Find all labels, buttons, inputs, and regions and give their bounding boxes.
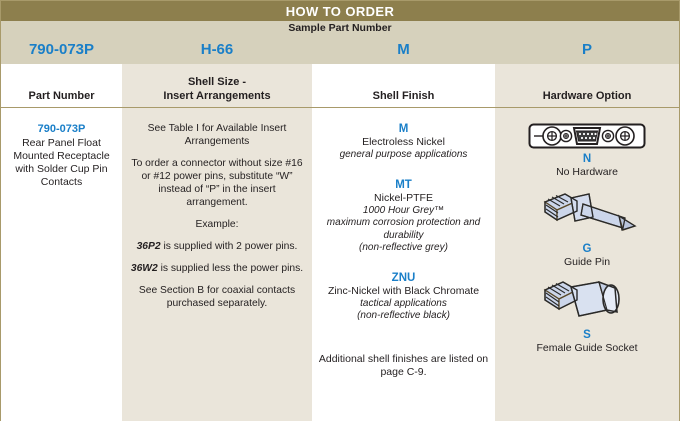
shell-size-text-1: See Table I for Available Insert Arrange…: [147, 123, 287, 147]
shell-finish-note-znu-2: (non-reflective black): [357, 310, 450, 321]
page-title: HOW TO ORDER: [285, 3, 395, 19]
shell-finish-note-mt-1: 1000 Hour Grey™: [362, 204, 445, 216]
column-header-row: Part Number Shell Size - Insert Arrangem…: [1, 64, 679, 108]
shell-size-text-4: See Section B for coaxial contacts purch…: [138, 285, 296, 309]
shell-finish-code-znu: ZNU: [391, 271, 416, 284]
shell-size-header-line2: Insert Arrangements: [163, 90, 271, 102]
shell-size-text-2: To order a connector without size #16 or…: [131, 158, 303, 208]
hardware-code-n: N: [582, 153, 592, 165]
shell-finish-footnote: Additional shell finishes are listed on …: [318, 352, 489, 378]
shell-finish-code-m: M: [398, 123, 409, 135]
table-body-row: 790-073P Rear Panel Float Mounted Recept…: [1, 108, 679, 421]
shell-size-example-1: 36P2 is supplied with 2 power pins.: [128, 240, 306, 253]
hardware-code-s: S: [583, 329, 591, 341]
cell-part-number: 790-073P Rear Panel Float Mounted Recept…: [1, 108, 122, 421]
shell-size-header-line1: Shell Size -: [187, 76, 247, 88]
cell-shell-finish: M Electroless Nickel general purpose app…: [312, 108, 495, 421]
cell-hardware-option: N No Hardware: [495, 108, 679, 421]
hardware-name-g: Guide Pin: [563, 256, 611, 268]
sample-part-number-label: Sample Part Number: [288, 22, 392, 34]
column-header-shell-finish: Shell Finish: [312, 64, 495, 107]
shell-size-example-1-code: 36P2: [136, 241, 161, 252]
shell-finish-name-znu: Zinc-Nickel with Black Chromate: [327, 284, 480, 297]
shell-finish-name-m: Electroless Nickel: [362, 136, 445, 148]
shell-size-example-2-code: 36W2: [130, 263, 158, 274]
column-header-shell-size: Shell Size - Insert Arrangements: [122, 64, 312, 107]
female-guide-socket-icon: [543, 280, 620, 317]
table-title-band: HOW TO ORDER: [1, 1, 679, 21]
shell-finish-option-m: M Electroless Nickel general purpose app…: [318, 122, 489, 162]
sample-value-hardware-option: P: [581, 40, 592, 58]
shell-finish-option-mt: MT Nickel-PTFE 1000 Hour Grey™ maximum c…: [318, 178, 489, 255]
hardware-name-n: No Hardware: [556, 166, 618, 178]
column-header-shell-size-label: Shell Size - Insert Arrangements: [163, 75, 270, 103]
part-number-code: 790-073P: [37, 123, 86, 135]
hardware-name-s: Female Guide Socket: [536, 342, 638, 354]
sample-value-shell-finish: M: [397, 40, 410, 58]
shell-finish-name-mt: Nickel-PTFE: [374, 191, 433, 204]
column-header-shell-finish-label: Shell Finish: [372, 90, 435, 102]
shell-size-example-label: Example:: [195, 219, 239, 230]
hardware-code-g: G: [582, 243, 592, 255]
cell-shell-size: See Table I for Available Insert Arrange…: [122, 108, 312, 421]
shell-size-example-2-text: is supplied less the power pins.: [157, 263, 304, 274]
sample-value-shell-size: H-66: [200, 40, 234, 58]
shell-finish-note-znu-1: tactical applications: [360, 297, 447, 309]
hardware-option-g: G Guide Pin: [501, 188, 673, 269]
column-header-hardware-option: Hardware Option: [495, 64, 679, 107]
part-number-description: Rear Panel Float Mounted Receptacle with…: [13, 137, 110, 188]
hardware-option-s: S Female Guide Socket: [501, 278, 673, 355]
sample-part-number-values: 790-073P H-66 M P: [1, 35, 679, 63]
shell-finish-option-znu: ZNU Zinc-Nickel with Black Chromate tact…: [318, 271, 489, 323]
shell-size-example-1-text: is supplied with 2 power pins.: [160, 241, 298, 252]
shell-finish-code-mt: MT: [395, 178, 412, 191]
sample-part-number-band: Sample Part Number 790-073P H-66 M P: [1, 21, 679, 64]
column-header-hardware-option-label: Hardware Option: [542, 90, 632, 102]
shell-finish-note-mt-3: (non-reflective grey): [359, 242, 448, 253]
sample-value-part-number: 790-073P: [28, 40, 95, 58]
guide-pin-icon: [543, 193, 637, 231]
hardware-option-n: N No Hardware: [501, 122, 673, 179]
column-header-part-number: Part Number: [1, 64, 122, 107]
shell-finish-note-mt-2: maximum corrosion protection and durabil…: [326, 217, 481, 241]
column-header-part-number-label: Part Number: [28, 90, 95, 102]
shell-finish-note-m-1: general purpose applications: [339, 149, 468, 160]
shell-size-example-2: 36W2 is supplied less the power pins.: [128, 262, 306, 275]
dsub-connector-icon: [528, 123, 646, 149]
